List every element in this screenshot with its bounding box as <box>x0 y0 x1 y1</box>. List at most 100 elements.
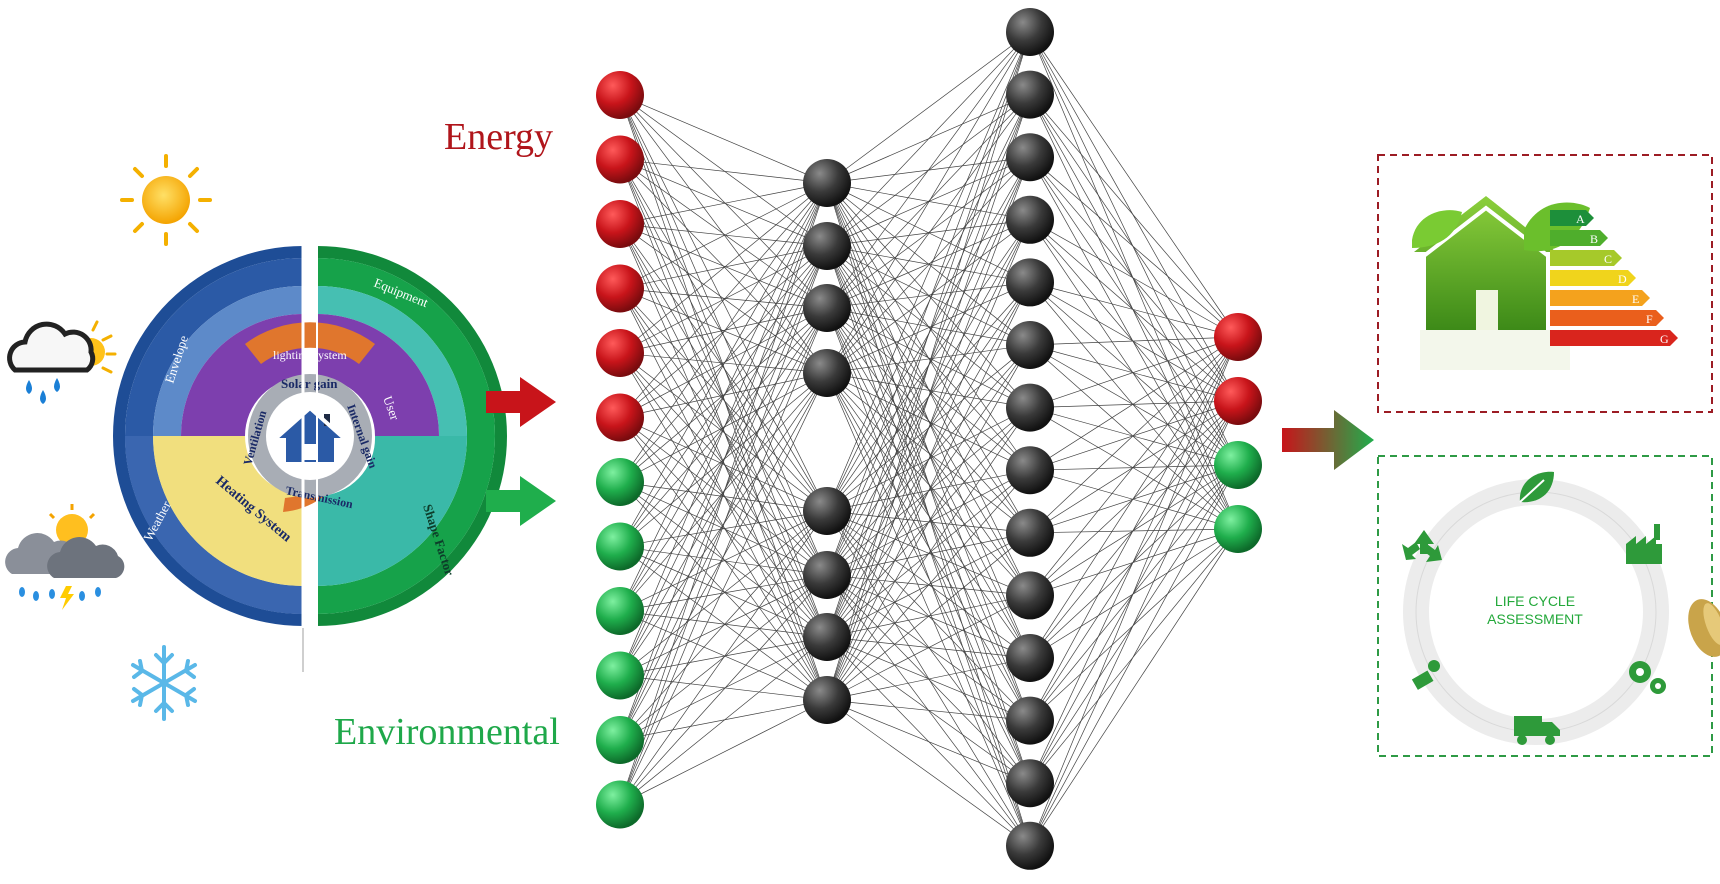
network-connection <box>1029 400 1239 534</box>
network-connection <box>1029 156 1239 338</box>
network-connection <box>1029 31 1239 402</box>
network-connection <box>619 610 828 638</box>
network-connection <box>1029 528 1239 846</box>
lca-title-line2: ASSESSMENT <box>1487 611 1583 627</box>
network-connection <box>619 182 828 547</box>
hidden2-node <box>1006 133 1054 182</box>
network-connection <box>619 288 828 309</box>
output-node <box>1214 377 1262 425</box>
network-connection <box>1029 407 1239 466</box>
hidden2-node <box>1006 70 1054 119</box>
network-connection <box>619 182 828 289</box>
network-connection <box>826 31 1031 247</box>
network-connection <box>826 699 1031 784</box>
network-connection <box>826 157 1031 701</box>
network-connection <box>619 307 828 483</box>
network-connection <box>826 307 1031 596</box>
energy-rating-letter: D <box>1618 272 1627 286</box>
network-connection <box>1029 528 1239 534</box>
environmental-input-arrow <box>486 476 556 526</box>
lca-title: LIFE CYCLE ASSESSMENT <box>1470 592 1600 628</box>
factory-icon <box>1626 524 1662 564</box>
output-arrow <box>1282 410 1374 470</box>
network-connection <box>1029 94 1239 466</box>
hidden1-node <box>803 487 851 535</box>
network-connection <box>619 307 828 612</box>
network-connection <box>1029 400 1239 846</box>
energy-rating-bar <box>1550 330 1678 346</box>
energy-rating-bar <box>1550 290 1650 306</box>
network-connection <box>1029 94 1239 338</box>
network-connection <box>826 31 1031 701</box>
network-connection <box>1029 157 1239 530</box>
hidden2-node <box>1006 321 1054 369</box>
network-connection <box>619 159 828 184</box>
network-connection <box>1029 407 1239 530</box>
network-connection <box>826 372 1031 534</box>
network-connection <box>1029 464 1239 659</box>
network-connection <box>1029 336 1239 534</box>
network-connection <box>619 352 828 638</box>
energy-label-house-icon <box>1402 188 1590 370</box>
network-connection <box>826 372 1031 471</box>
network-connection <box>1029 282 1239 338</box>
stamp-icon <box>1688 599 1720 657</box>
hidden2-node <box>1006 508 1054 557</box>
energy-rating-letter: B <box>1590 232 1598 246</box>
hidden2-node <box>1006 821 1054 870</box>
energy-rating-panel <box>1377 154 1713 413</box>
hidden1-node <box>803 222 851 270</box>
network-connection <box>826 307 1031 784</box>
network-connection <box>619 245 828 354</box>
storm-cloud-icon <box>5 504 125 610</box>
energy-rating-letter: C <box>1604 252 1612 266</box>
network-connection <box>619 307 828 805</box>
network-connection <box>826 156 1031 374</box>
network-connection <box>1029 464 1239 534</box>
network-connection <box>1029 219 1239 338</box>
network-connection <box>619 182 828 354</box>
network-connection <box>1029 336 1239 784</box>
output-node <box>1214 505 1262 553</box>
network-connection <box>826 219 1031 701</box>
network-connection <box>826 699 1031 721</box>
building-energy-wheel: Equipment Shape Factor Weather Envelope … <box>113 244 507 672</box>
energy-rating-bar <box>1550 230 1608 246</box>
network-connection <box>619 182 828 612</box>
hidden2-node <box>1006 383 1054 432</box>
network-connection <box>1029 31 1239 466</box>
network-connection <box>619 223 828 638</box>
network-connection <box>826 510 1031 846</box>
gears-icon <box>1629 661 1666 694</box>
network-connection <box>619 245 828 805</box>
energy-rating-letter: E <box>1632 292 1639 306</box>
network-connection <box>826 372 1031 408</box>
network-connection <box>826 94 1031 309</box>
network-connection <box>826 344 1031 374</box>
network-connection <box>619 636 828 676</box>
network-connection <box>826 532 1031 701</box>
input-node <box>596 71 644 119</box>
plug-icon <box>1411 660 1440 690</box>
network-connection <box>826 31 1031 576</box>
network-connection <box>826 699 1031 847</box>
input-node <box>596 522 644 571</box>
network-connection <box>1029 336 1239 408</box>
network-connection <box>619 307 828 741</box>
network-connection <box>1029 344 1239 466</box>
network-connection <box>1029 219 1239 402</box>
wheel-label-lighting: lighting system <box>273 348 347 362</box>
network-connection <box>826 282 1031 309</box>
network-connection <box>619 159 828 512</box>
network-connection <box>1029 400 1239 596</box>
network-connection <box>1029 400 1239 408</box>
hidden2-node <box>1006 8 1054 56</box>
network-connection <box>619 546 828 638</box>
network-connection <box>619 94 828 309</box>
network-connection <box>826 307 1031 534</box>
energy-rating-letter: F <box>1646 312 1653 326</box>
recycle-icon <box>1402 530 1442 562</box>
